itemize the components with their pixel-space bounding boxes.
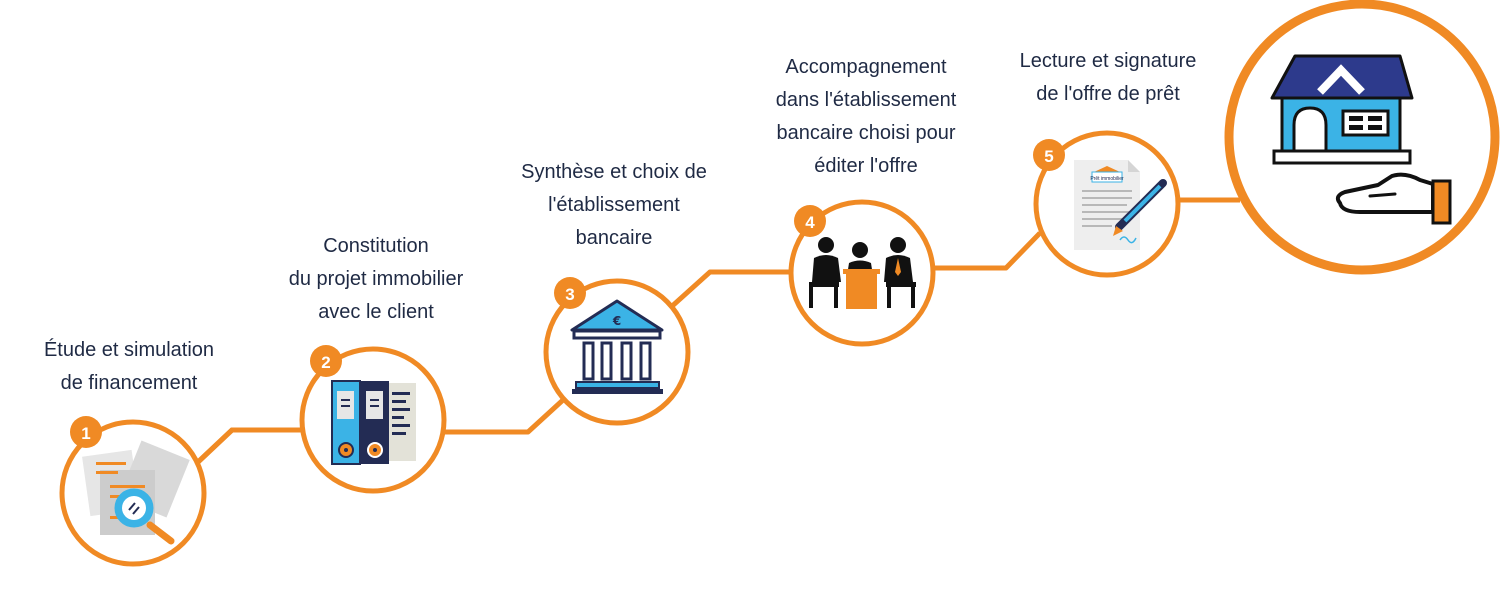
step-2-label: Constitution du projet immobilier avec l… xyxy=(261,230,491,329)
step-4-label-line-2: dans l'établissement xyxy=(775,89,957,111)
step-1-label-line-1: Étude et simulation xyxy=(43,339,215,361)
step-2-label-line-1: Constitution xyxy=(323,235,429,257)
step-2: 2 xyxy=(299,345,447,494)
contract-header: Prêt immobilier xyxy=(1090,176,1124,182)
step-4-label: Accompagnement dans l'établissement banc… xyxy=(746,51,986,183)
step-3-label-line-3: bancaire xyxy=(575,227,653,249)
step-number: 2 xyxy=(321,353,330,372)
bank-euro-icon: € xyxy=(570,299,664,394)
step-5-label: Lecture et signature de l'offre de prêt xyxy=(995,45,1221,111)
step-3-label-line-1: Synthèse et choix de xyxy=(521,161,707,183)
document-magnifier-icon xyxy=(82,440,190,545)
step-4-label-line-3: bancaire choisi pour xyxy=(776,122,956,144)
step-3: € 3 xyxy=(543,277,691,426)
step-number: 4 xyxy=(805,213,815,232)
step-4-label-line-4: éditer l'offre xyxy=(814,155,918,177)
step-2-label-line-2: du projet immobilier xyxy=(288,268,464,290)
signing-contract-icon: Prêt immobilier xyxy=(1074,160,1167,250)
step-2-label-line-3: avec le client xyxy=(318,301,434,323)
step-number: 3 xyxy=(565,285,574,304)
final-step xyxy=(1224,0,1500,275)
step-number: 1 xyxy=(81,424,90,443)
step-1: 1 xyxy=(59,416,207,567)
step-5-label-line-1: Lecture et signature xyxy=(1019,50,1197,72)
house-in-hand-icon xyxy=(1270,54,1452,225)
step-number: 5 xyxy=(1044,147,1053,166)
step-5: Prêt immobilier 5 xyxy=(1033,130,1181,278)
step-1-label-line-2: de financement xyxy=(60,372,198,394)
step-1-label: Étude et simulation de financement xyxy=(18,334,240,400)
step-4-label-line-1: Accompagnement xyxy=(785,56,947,78)
svg-text:€: € xyxy=(612,314,621,328)
step-5-label-line-2: de l'offre de prêt xyxy=(1036,83,1180,105)
binders-icon xyxy=(331,380,416,465)
meeting-icon xyxy=(809,237,916,309)
connector-path xyxy=(195,197,1240,465)
step-3-label-line-2: l'établissement xyxy=(548,194,680,216)
step-4: 4 xyxy=(788,199,936,347)
step-3-label: Synthèse et choix de l'établissement ban… xyxy=(495,156,733,255)
